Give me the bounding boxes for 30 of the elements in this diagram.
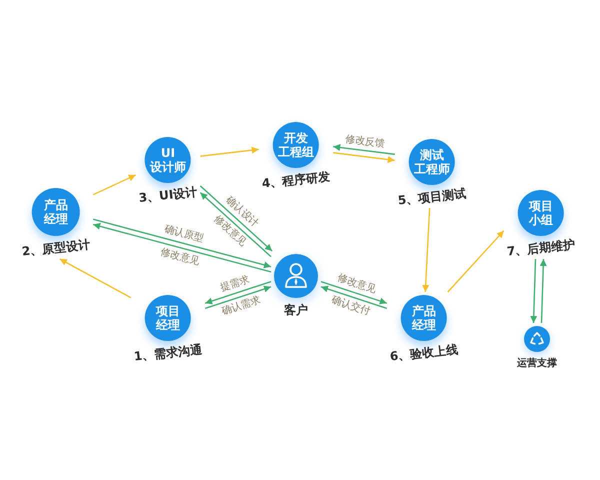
arrow (447, 230, 504, 292)
arrow (320, 280, 387, 304)
arrow (205, 286, 272, 310)
arrow (59, 258, 132, 298)
edge-label: 提需求 (218, 274, 252, 294)
edge-label: 确认交付 (329, 294, 373, 318)
node-label: 客户 (284, 302, 308, 318)
arrow (333, 152, 395, 163)
arrow (540, 258, 547, 324)
arrow (200, 192, 272, 258)
arrow (530, 258, 538, 324)
edge-label: 修改反馈 (344, 133, 387, 150)
arrow (320, 286, 387, 310)
edge-label: 确认需求 (219, 294, 263, 318)
stage-caption: 2、原型设计 (21, 236, 91, 260)
arrow (333, 144, 395, 155)
node-label: 运营支撑 (517, 356, 557, 371)
edge-label: 确认原型 (162, 224, 206, 246)
arrow (92, 174, 136, 196)
stage-caption: 6、验收上线 (389, 341, 459, 365)
stage-caption: 7、后期维护 (506, 236, 576, 260)
arrow (205, 280, 272, 304)
stage-caption: 1、需求沟通 (133, 341, 203, 365)
arrow (200, 146, 259, 157)
stage-caption: 5、项目测试 (397, 185, 467, 209)
arrow (422, 208, 430, 292)
arrow (200, 185, 273, 252)
edge-label: 修改意见 (158, 246, 202, 268)
stage-caption: 3、UI设计 (138, 184, 198, 206)
stage-caption: 4、程序研发 (261, 168, 331, 192)
